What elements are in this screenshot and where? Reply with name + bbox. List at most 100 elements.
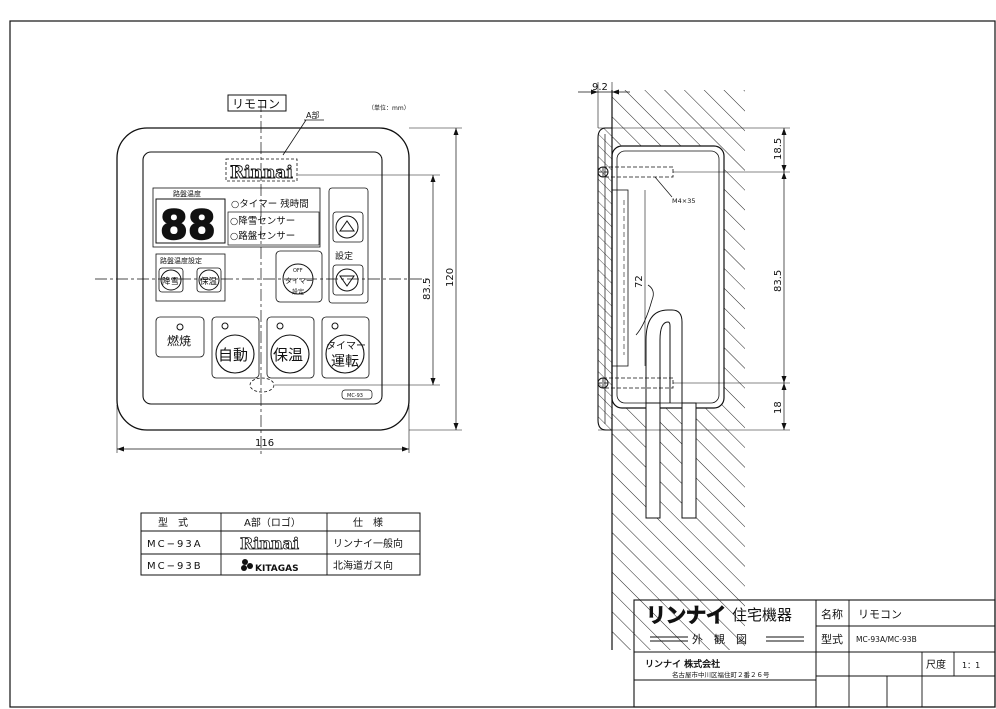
timer-setting-bot: 設定: [292, 288, 304, 296]
auto-button[interactable]: [215, 334, 255, 374]
spec-table: 型 式 A部（ロゴ） 仕 様 MC−93A Rinnai リンナイ一般向 MC−…: [140, 512, 421, 576]
dim-width-arrow-left: [117, 446, 124, 452]
display-label: 路盤温度: [173, 189, 201, 198]
screw-leader: [654, 176, 673, 198]
title-block: リンナイ 住宅機器 外 観 図 リンナイ 株式会社 名古屋市中川区福住町２番２６…: [633, 599, 996, 708]
front-title: リモコン: [232, 97, 280, 111]
burn-indicator-box: [155, 316, 205, 358]
indicator-timer: ○タイマー 残時間: [231, 198, 309, 210]
dim-width-value: 116: [255, 438, 274, 449]
dim-depth-arrow-right: [612, 89, 619, 95]
model-tag: MC-93: [347, 393, 363, 399]
keep-lamp: [276, 322, 284, 330]
dim-side-top-value: 18.5: [773, 138, 784, 160]
name-label: 名称: [821, 607, 843, 621]
keep-small-button-label: 保温: [200, 276, 218, 287]
dim-outer-arrow-top: [453, 128, 459, 135]
down-button[interactable]: [335, 268, 359, 292]
view-name: 外 観 図: [692, 632, 747, 646]
scale-value: 1：1: [962, 661, 980, 670]
keep-button-frame[interactable]: [266, 316, 315, 379]
spec-row1-spec: リンナイ一般向: [333, 537, 403, 550]
keep-small-button[interactable]: [198, 269, 220, 291]
up-button-frame[interactable]: [332, 211, 364, 243]
dim-depth-arrow-left: [591, 89, 598, 95]
dim-width-arrow-right: [402, 446, 409, 452]
sensor-group-box: [227, 211, 320, 246]
timer-run-label-bot: 運転: [331, 354, 359, 370]
snow-button[interactable]: [160, 269, 182, 291]
model-label: 型式: [821, 632, 843, 646]
up-button[interactable]: [335, 215, 359, 239]
brand-sub: 住宅機器: [732, 606, 792, 624]
inner-box: [611, 189, 629, 367]
panel-logo: Rinnai: [230, 163, 293, 183]
front-title-box: [227, 94, 287, 112]
brand-logo: リンナイ: [646, 603, 726, 627]
spec-row1-model: MC−93A: [147, 539, 203, 550]
keep-button[interactable]: [270, 334, 310, 374]
kitagas-logo-icon: [241, 559, 253, 571]
timer-setting-frame[interactable]: [275, 250, 323, 303]
burn-lamp: [176, 323, 184, 331]
screw-label: M4×35: [672, 197, 695, 205]
dim-inner-arrow-bot: [430, 378, 436, 385]
temp-setting-label: 路盤温度設定: [160, 256, 202, 265]
sheet-border: [9, 20, 996, 708]
part-a-label: A部: [306, 110, 319, 120]
spec-row2-logo: KITAGAS: [255, 564, 299, 574]
dim-inner-arrow-top: [430, 175, 436, 182]
setting-group-box: [328, 187, 369, 304]
dim-outer-arrow-bot: [453, 423, 459, 430]
spec-header-spec: 仕 様: [353, 516, 383, 529]
timer-run-button[interactable]: [325, 334, 365, 374]
remote-panel: [142, 151, 383, 405]
spec-row2-model: MC−93B: [147, 561, 203, 572]
dim-side-arrow-5: [781, 383, 787, 390]
snow-button-label: 降雪: [162, 276, 179, 287]
side-view: M4×35 18.5 83.5 18 72 9.2: [578, 82, 790, 650]
temp-setting-group-box: [155, 253, 226, 302]
pipe-slot-right: [681, 402, 697, 519]
front-view: リモコン （単位：mm） A部 Rinnai 路盤温度 88 ○タイマー 残時間…: [95, 94, 462, 455]
dim-outer-value: 120: [445, 268, 456, 287]
logo-dashed-box: [225, 158, 298, 182]
auto-lamp: [221, 322, 229, 330]
keep-small-button-frame[interactable]: [196, 267, 222, 293]
burn-label: 燃焼: [167, 333, 191, 348]
model-tag-box: [341, 389, 373, 400]
cable-pipe-outer: [645, 309, 683, 403]
company-address: 名古屋市中川区福住町２番２６号: [672, 670, 770, 679]
dim-side-bottom-value: 18: [773, 401, 784, 414]
mounting-hole: [249, 377, 275, 393]
timer-setting-top: OFF: [293, 268, 303, 274]
auto-button-frame[interactable]: [211, 316, 260, 379]
dim-inner72-value: 72: [634, 275, 645, 288]
keep-button-label: 保温: [273, 346, 303, 364]
spec-row1-logo: Rinnai: [240, 534, 299, 553]
indicator-road-sensor: ○路盤センサー: [230, 230, 295, 242]
unit-note: （単位：mm）: [368, 104, 410, 112]
dim-side-arrow-6: [781, 423, 787, 430]
timer-setting-mid: タイマー: [285, 276, 313, 285]
dim-side-arrow-3: [781, 172, 787, 179]
spec-header-logo: A部（ロゴ）: [244, 516, 301, 529]
wall-cavity: [611, 145, 725, 409]
wall-cavity-inner: [616, 150, 720, 404]
up-arrow-icon: [339, 220, 355, 232]
down-button-frame[interactable]: [332, 264, 364, 296]
dim-depth-value: 9.2: [592, 82, 608, 93]
timer-run-button-frame[interactable]: [321, 316, 370, 379]
timer-run-lamp: [331, 322, 339, 330]
company-name: リンナイ 株式会社: [645, 658, 720, 670]
dim-side-mid-value: 83.5: [773, 270, 784, 292]
snow-button-frame[interactable]: [158, 267, 184, 293]
cable-pipe-inner: [659, 321, 671, 403]
auto-button-label: 自動: [218, 346, 248, 364]
pipe-slot-left: [645, 402, 661, 519]
spec-header-model: 型 式: [158, 516, 188, 529]
dim-inner-value: 83.5: [422, 278, 433, 300]
timer-run-label-top: タイマー: [326, 340, 366, 352]
timer-setting-button[interactable]: [282, 263, 314, 295]
